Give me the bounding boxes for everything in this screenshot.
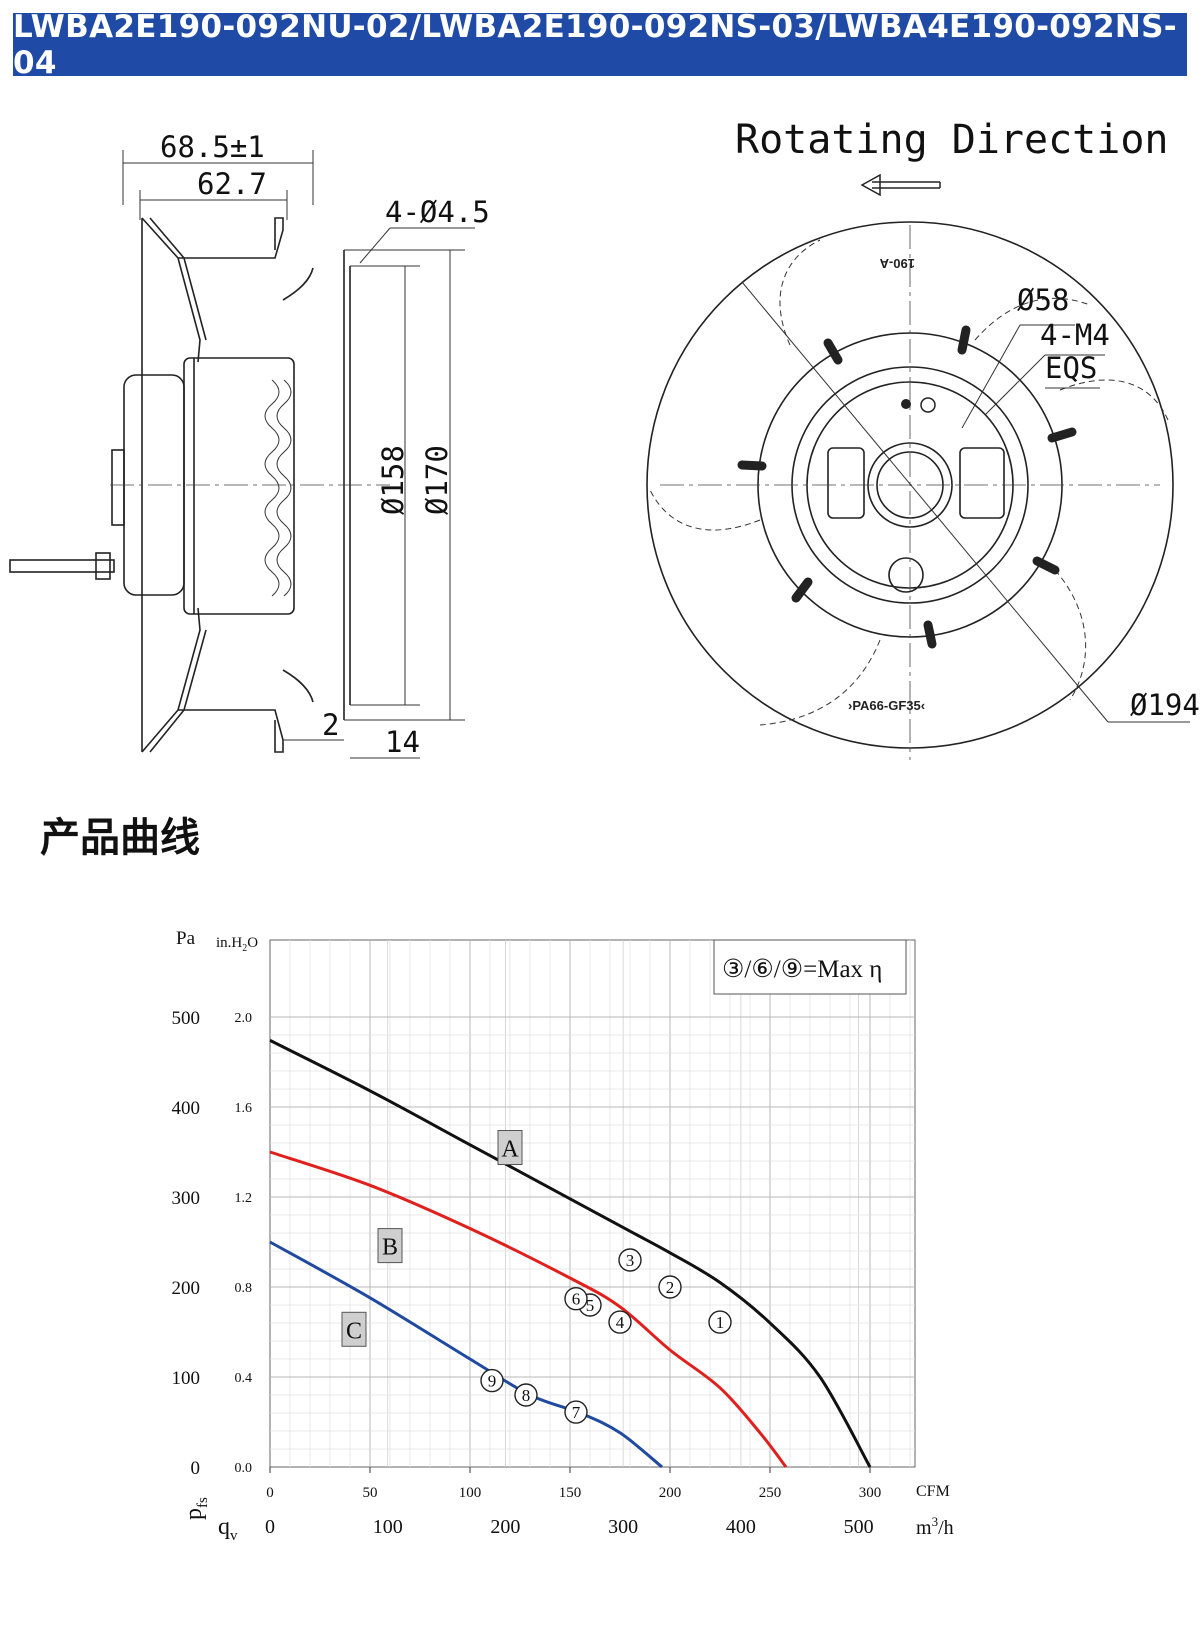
operating-point-6	[564, 1287, 588, 1311]
x-tick-cfm: 300	[859, 1485, 882, 1501]
x-tick-m3h: 200	[490, 1516, 520, 1538]
body-length-dim: 62.7	[197, 167, 267, 201]
x-tick-cfm: 150	[559, 1485, 582, 1501]
operating-point-label-7: 7	[572, 1403, 581, 1422]
part-mark-label: 190-A	[879, 256, 915, 271]
operating-point-2	[658, 1275, 682, 1299]
chart-grid	[269, 939, 916, 1468]
operating-point-label-1: 1	[716, 1313, 725, 1332]
technical-drawing: 68.5±1 62.7 Ø	[9, 117, 1200, 760]
curve-a	[269, 1039, 872, 1468]
operating-point-label-6: 6	[572, 1290, 581, 1309]
material-label: ›PA66-GF35‹	[848, 698, 925, 713]
y-tick-inh2o: 0.0	[235, 1461, 253, 1476]
operating-point-label-3: 3	[626, 1251, 635, 1270]
outer-diameter-label: Ø194	[1130, 688, 1200, 722]
x-unit-m3h: m3/h	[916, 1514, 954, 1539]
operating-point-4	[608, 1310, 632, 1334]
x-tick-m3h: 100	[373, 1516, 403, 1538]
diameter-170-dim: Ø170	[420, 445, 454, 515]
operating-point-label-2: 2	[666, 1278, 675, 1297]
hub-diameter-label: Ø58	[1017, 283, 1069, 317]
x-tick-m3h: 0	[265, 1516, 275, 1538]
y-tick-inh2o: 1.6	[235, 1101, 253, 1116]
y-unit-inh2o: in.H2O	[216, 935, 258, 954]
y-tick-pa: 0	[191, 1458, 201, 1479]
diameter-158-dim: Ø158	[376, 445, 410, 515]
chart-series	[269, 1039, 872, 1469]
rotation-arrow-icon	[860, 173, 941, 197]
flange-thickness-dim: 2	[322, 708, 339, 742]
operating-point-9	[480, 1368, 504, 1393]
front-view: Rotating Direction	[646, 117, 1200, 760]
curve-tag-a: A	[501, 1137, 519, 1163]
legend-text: ③/⑥/⑨=Max η	[722, 956, 882, 983]
rotating-direction-label: Rotating Direction	[735, 117, 1168, 163]
thread-label: 4-M4	[1040, 318, 1110, 352]
y-tick-pa: 200	[172, 1278, 201, 1299]
y-tick-pa: 400	[172, 1098, 201, 1119]
overall-length-dim: 68.5±1	[160, 130, 265, 164]
operating-point-label-8: 8	[522, 1386, 531, 1405]
curve-b	[269, 1150, 788, 1468]
x-tick-m3h: 400	[726, 1516, 756, 1538]
eqs-label: EQS	[1045, 351, 1097, 385]
depth-dim: 14	[385, 725, 420, 759]
x-tick-cfm: 250	[759, 1485, 782, 1501]
chart-markers: 1 2 3 4 56 7 8 9	[480, 1248, 732, 1424]
mount-holes-dim: 4-Ø4.5	[385, 195, 490, 229]
x-axis-symbol: qv	[218, 1514, 238, 1544]
x-tick-cfm: 50	[363, 1485, 378, 1501]
operating-point-label-4: 4	[616, 1313, 625, 1332]
plot-frame	[269, 939, 916, 1468]
y-tick-pa: 100	[172, 1368, 201, 1389]
x-tick-cfm: 200	[659, 1485, 682, 1501]
side-view: 68.5±1 62.7 Ø	[9, 130, 490, 759]
operating-point-3	[618, 1248, 642, 1272]
x-unit-cfm: CFM	[916, 1483, 950, 1500]
section-title: 产品曲线	[40, 815, 200, 861]
legend-box: ③/⑥/⑨=Max η	[713, 939, 907, 995]
y-tick-pa: 500	[172, 1008, 201, 1029]
y-tick-inh2o: 2.0	[235, 1011, 253, 1026]
x-tick-m3h: 500	[844, 1516, 874, 1538]
y-tick-inh2o: 1.2	[235, 1191, 253, 1206]
curve-tag-c: C	[346, 1318, 362, 1344]
curve-c	[269, 1240, 663, 1469]
curve-tag-b: B	[382, 1235, 398, 1261]
y-tick-inh2o: 0.4	[235, 1371, 253, 1386]
x-tick-cfm: 0	[266, 1485, 274, 1501]
chart-labels: A B C	[341, 1130, 523, 1347]
y-axis-symbol: pfs	[181, 1497, 211, 1520]
x-tick-m3h: 300	[608, 1516, 638, 1538]
operating-point-label-5: 5	[586, 1296, 595, 1315]
model-title: LWBA2E190-092NU-02/LWBA2E190-092NS-03/LW…	[13, 9, 1187, 81]
y-unit-pa: Pa	[176, 928, 196, 949]
operating-point-label-9: 9	[488, 1372, 497, 1391]
operating-point-1	[708, 1310, 732, 1334]
operating-point-8	[514, 1383, 538, 1407]
operating-point-7	[564, 1400, 588, 1424]
curve-tag-box-a	[497, 1130, 523, 1165]
y-tick-pa: 300	[172, 1188, 201, 1209]
curve-tag-box-c	[341, 1311, 367, 1347]
y-tick-inh2o: 0.8	[235, 1281, 253, 1296]
x-tick-cfm: 100	[459, 1485, 482, 1501]
curve-tag-box-b	[377, 1228, 403, 1264]
